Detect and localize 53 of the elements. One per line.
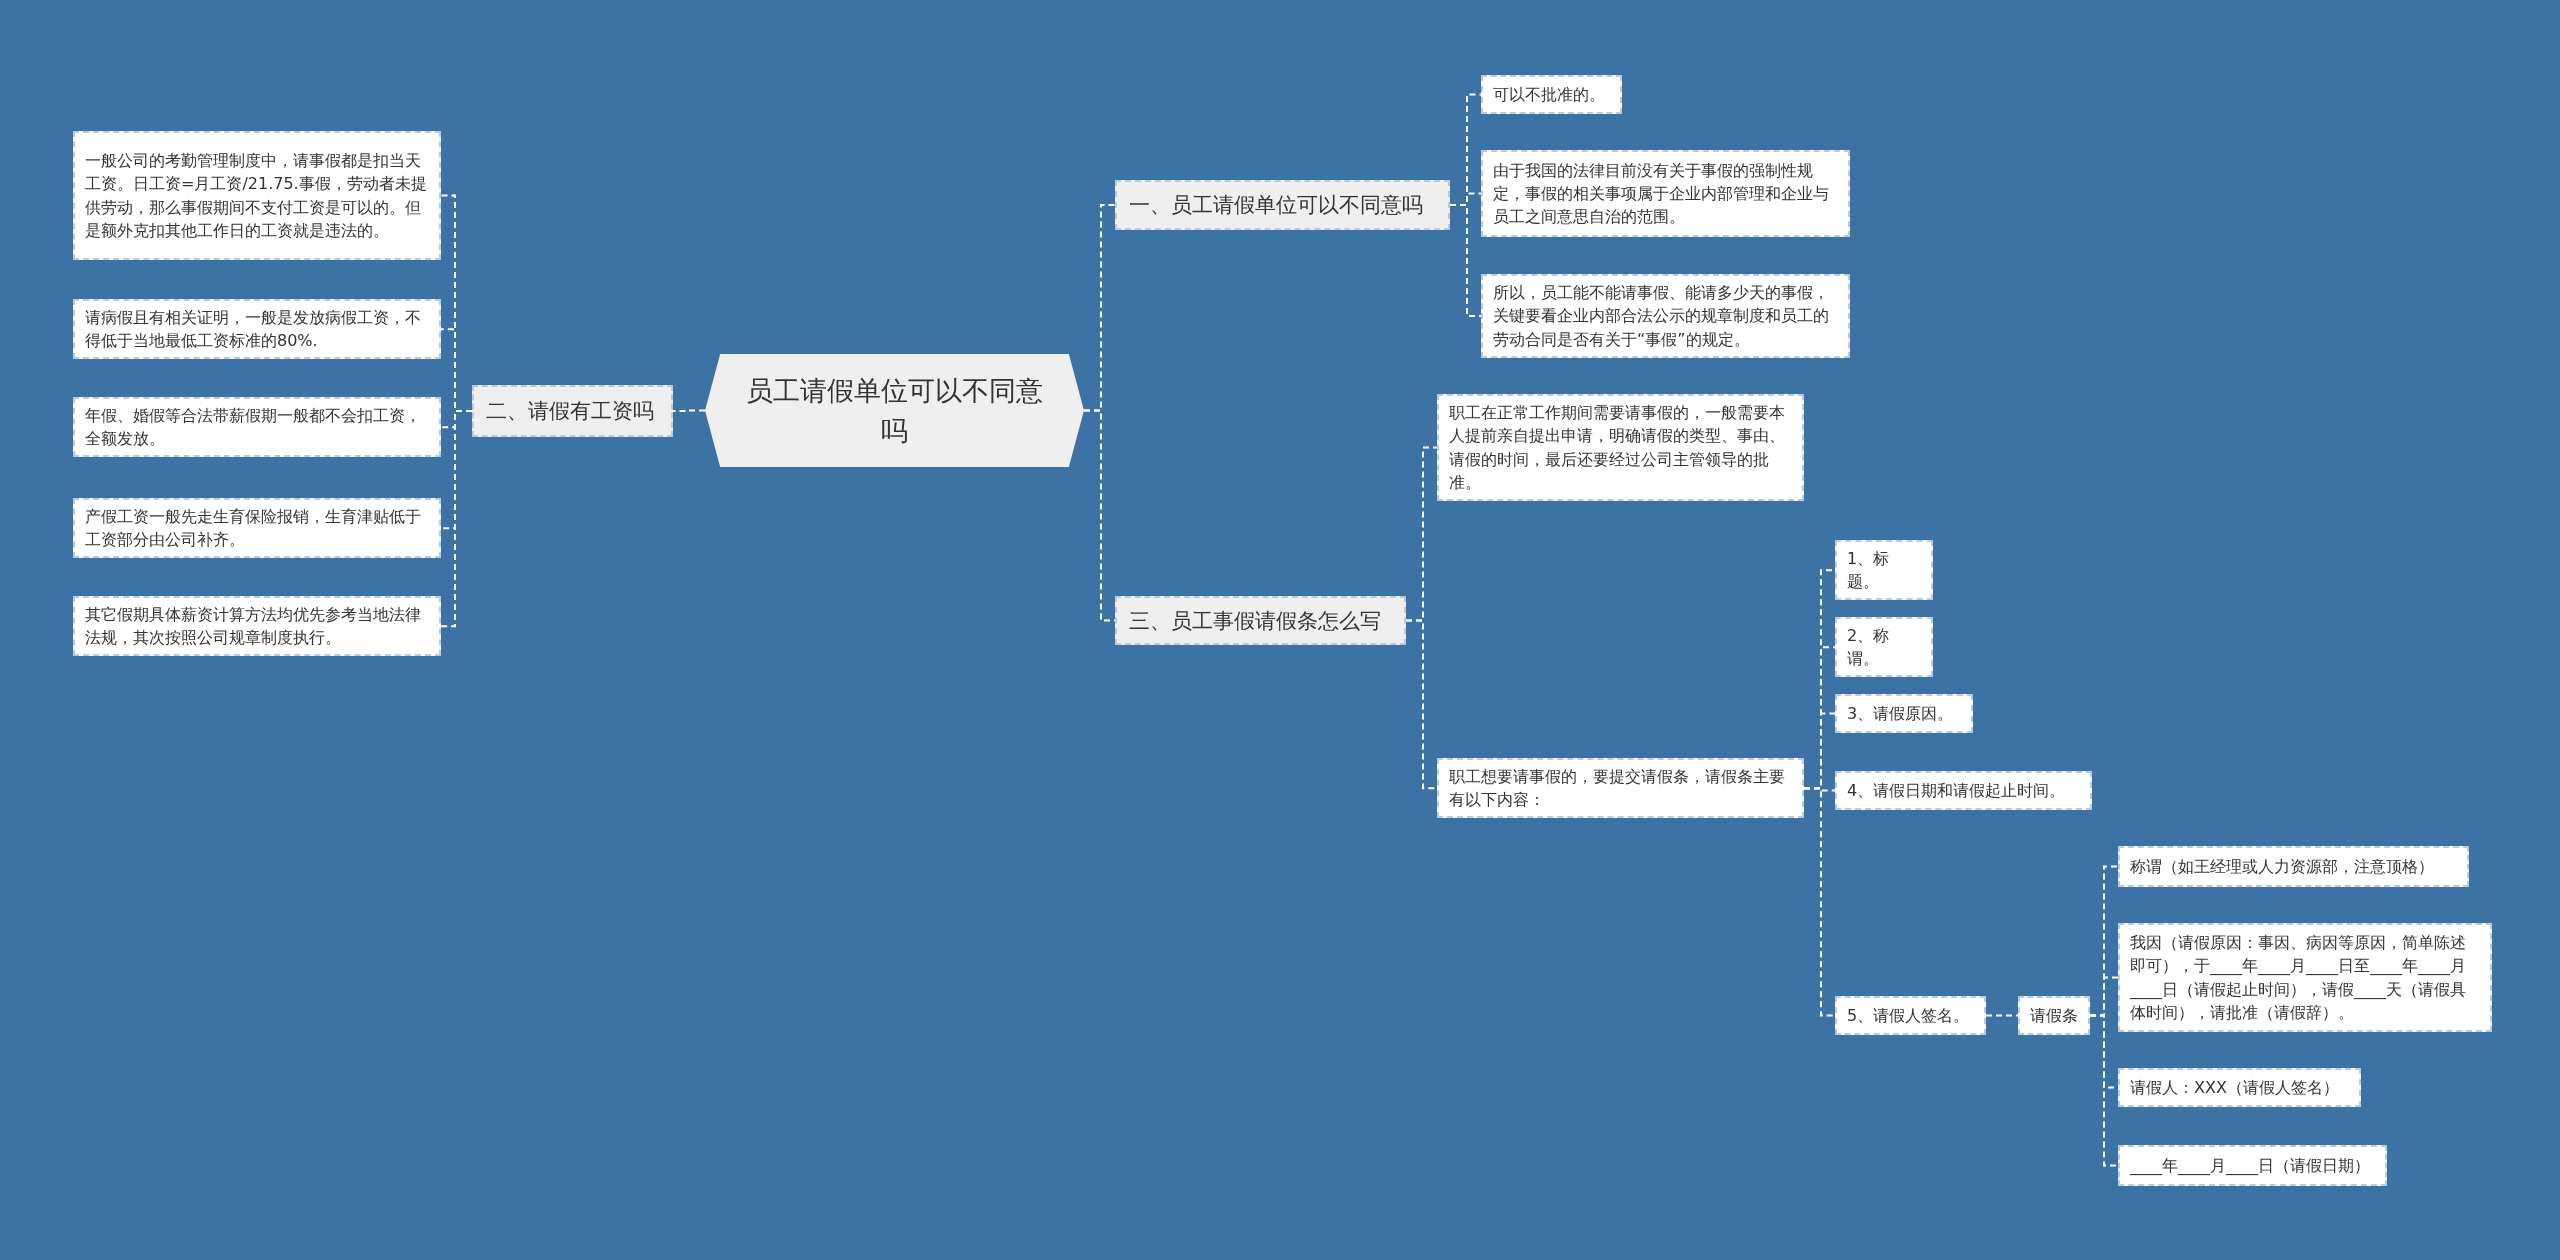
topic-text: 所以，员工能不能请事假、能请多少天的事假，关键要看企业内部合法公示的规章制度和员工的劳动合同是否有关于“事假”的规定。 <box>1493 282 1830 351</box>
note-box <box>2118 923 2492 1032</box>
note-box <box>1437 758 1804 819</box>
topic-text: 一、员工请假单位可以不同意吗 <box>1129 192 1423 219</box>
topic-text: 请病假且有相关证明，一般是发放病假工资，不得低于当地最低工资标准的80%. <box>85 307 422 353</box>
topic-text: 5、请假人签名。 <box>1847 1004 1970 1027</box>
note-box <box>1835 540 1933 601</box>
note-box <box>1481 274 1850 358</box>
note-box <box>2118 1145 2387 1186</box>
note-box <box>73 131 441 260</box>
note-box <box>1835 771 2092 810</box>
topic-text: 其它假期具体薪资计算方法均优先参考当地法律法规，其次按照公司规章制度执行。 <box>85 604 422 650</box>
topic-text: 可以不批准的。 <box>1493 83 1605 106</box>
topic-box <box>472 385 673 437</box>
note-box <box>2018 996 2090 1035</box>
connector-line <box>440 410 473 628</box>
connector-line <box>1803 787 1836 1017</box>
note-box <box>73 299 441 360</box>
note-box <box>1835 617 1933 678</box>
topic-text: 4、请假日期和请假起止时间。 <box>1847 779 2066 802</box>
connector-line <box>1985 1014 2019 1017</box>
connector-line <box>1449 204 1482 317</box>
note-box <box>1437 394 1804 501</box>
topic-text: 员工请假单位可以不同意吗 <box>745 374 1044 448</box>
note-box <box>1481 150 1850 237</box>
connector-line <box>672 409 706 412</box>
note-box <box>73 596 441 657</box>
topic-text: 3、请假原因。 <box>1847 702 1954 725</box>
topic-text: 职工想要请事假的，要提交请假条，请假条主要有以下内容： <box>1449 766 1786 812</box>
topic-text: 1、标题。 <box>1847 548 1891 594</box>
note-box <box>2118 846 2469 887</box>
topic-box <box>1115 180 1450 230</box>
topic-text: 一般公司的考勤管理制度中，请事假都是扣当天工资。日工资=月工资/21.75.事假，劳动者未提供劳动，那么事假期间不支付工资是可以的。但是额外克扣其他工作日的工资就是违法的。 <box>85 150 428 242</box>
topic-text: 产假工资一般先走生育保险报销，生育津贴低于工资部分由公司补齐。 <box>85 506 422 552</box>
topic-text: 请假条 <box>2030 1004 2078 1027</box>
note-box <box>1835 996 1986 1035</box>
topic-text: ____年____月____日（请假日期） <box>2130 1154 2370 1177</box>
topic-text: 请假人：XXX（请假人签名） <box>2130 1076 2339 1099</box>
note-box <box>1481 75 1622 114</box>
topic-box <box>1115 596 1406 645</box>
topic-text: 年假、婚假等合法带薪假期一般都不会扣工资，全额发放。 <box>85 405 422 451</box>
topic-text: 由于我国的法律目前没有关于事假的强制性规定，事假的相关事项属于企业内部管理和企业与员工之间意思自治的范围。 <box>1493 159 1830 229</box>
connector-line <box>2089 1014 2119 1167</box>
note-box <box>73 498 441 559</box>
topic-text: 职工在正常工作期间需要请事假的，一般需要本人提前亲自提出申请，明确请假的类型、事由、请假的时间，最后还要经过公司主管领导的批准。 <box>1449 402 1786 494</box>
topic-text: 我因（请假原因：事因、病因等原因，简单陈述即可），于____年____月____日至____年____月____日（请假起止时间），请假____天（请假具体时间），请批准（请假辞）。 <box>2130 932 2467 1024</box>
note-box <box>2118 1068 2361 1107</box>
topic-text: 2、称谓。 <box>1847 625 1891 671</box>
topic-text: 称谓（如王经理或人力资源部，注意顶格） <box>2130 855 2434 878</box>
note-box <box>1835 694 1973 733</box>
topic-text: 二、请假有工资吗 <box>486 398 654 425</box>
note-box <box>73 397 441 458</box>
topic-text: 三、员工事假请假条怎么写 <box>1129 607 1381 635</box>
